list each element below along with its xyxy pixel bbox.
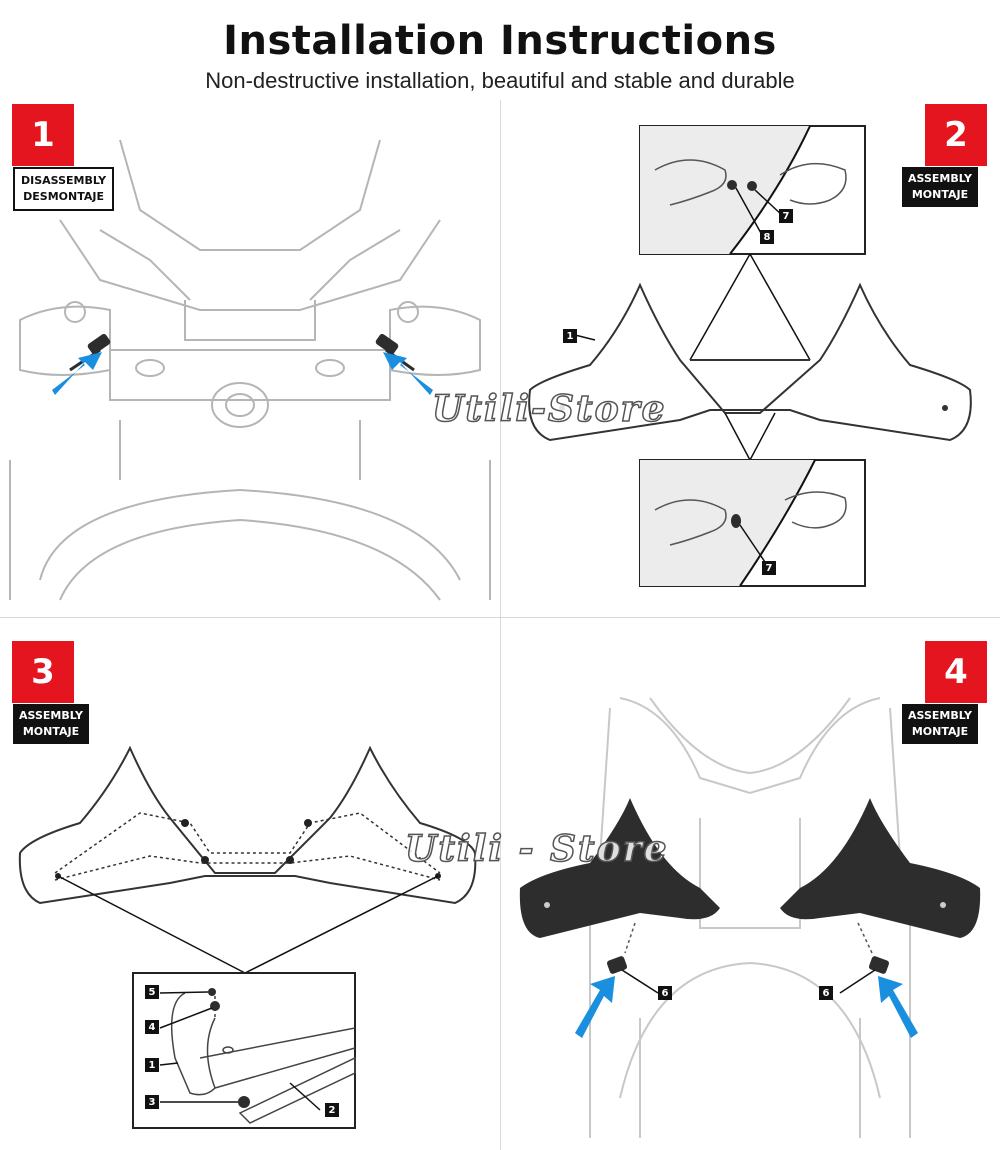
callout-step3-5: 5 (145, 985, 159, 999)
step4-illustration (519, 697, 981, 1138)
callout-part-1: 1 (563, 329, 577, 343)
step4-label-line2: MONTAJE (911, 725, 969, 738)
step4-number: 4 (925, 641, 987, 703)
step1-illustration (9, 139, 491, 601)
step4-label: ASSEMBLY MONTAJE (902, 704, 978, 744)
subtitle: Non-destructive installation, beautiful … (205, 68, 795, 93)
callout-step3-3: 3 (145, 1095, 159, 1109)
title: Installation Instructions (223, 18, 777, 64)
callout-step3-2: 2 (325, 1103, 339, 1117)
step2-illustration (528, 125, 972, 587)
callout-top-7: 7 (779, 209, 793, 223)
step2-number: 2 (925, 104, 987, 166)
callout-bottom-7: 7 (762, 561, 776, 575)
step3-label-line1: ASSEMBLY (19, 709, 83, 722)
horizontal-divider (0, 617, 1000, 618)
callout-step3-1: 1 (145, 1058, 159, 1072)
step4-label-line1: ASSEMBLY (908, 709, 972, 722)
step2-label-line2: MONTAJE (911, 188, 969, 201)
step2-label: ASSEMBLY MONTAJE (902, 167, 978, 207)
step3-label: ASSEMBLY MONTAJE (13, 704, 89, 744)
watermark-lower: Utili - Store (404, 827, 669, 871)
vertical-divider (500, 100, 501, 1150)
step2-label-line1: ASSEMBLY (908, 172, 972, 185)
step3-number: 3 (12, 641, 74, 703)
step1-label: DISASSEMBLY DESMONTAJE (13, 167, 115, 211)
callout-top-8: 8 (760, 230, 774, 244)
step1-label-line2: DESMONTAJE (23, 190, 104, 203)
step3-label-line2: MONTAJE (22, 725, 80, 738)
callout-step4-right-6: 6 (819, 986, 833, 1000)
callout-step3-4: 4 (145, 1020, 159, 1034)
step1-label-line1: DISASSEMBLY (21, 174, 107, 187)
watermark-upper: Utili-Store (431, 387, 667, 431)
callout-step4-left-6: 6 (658, 986, 672, 1000)
step1-number: 1 (12, 104, 74, 166)
step3-illustration (18, 745, 477, 1129)
